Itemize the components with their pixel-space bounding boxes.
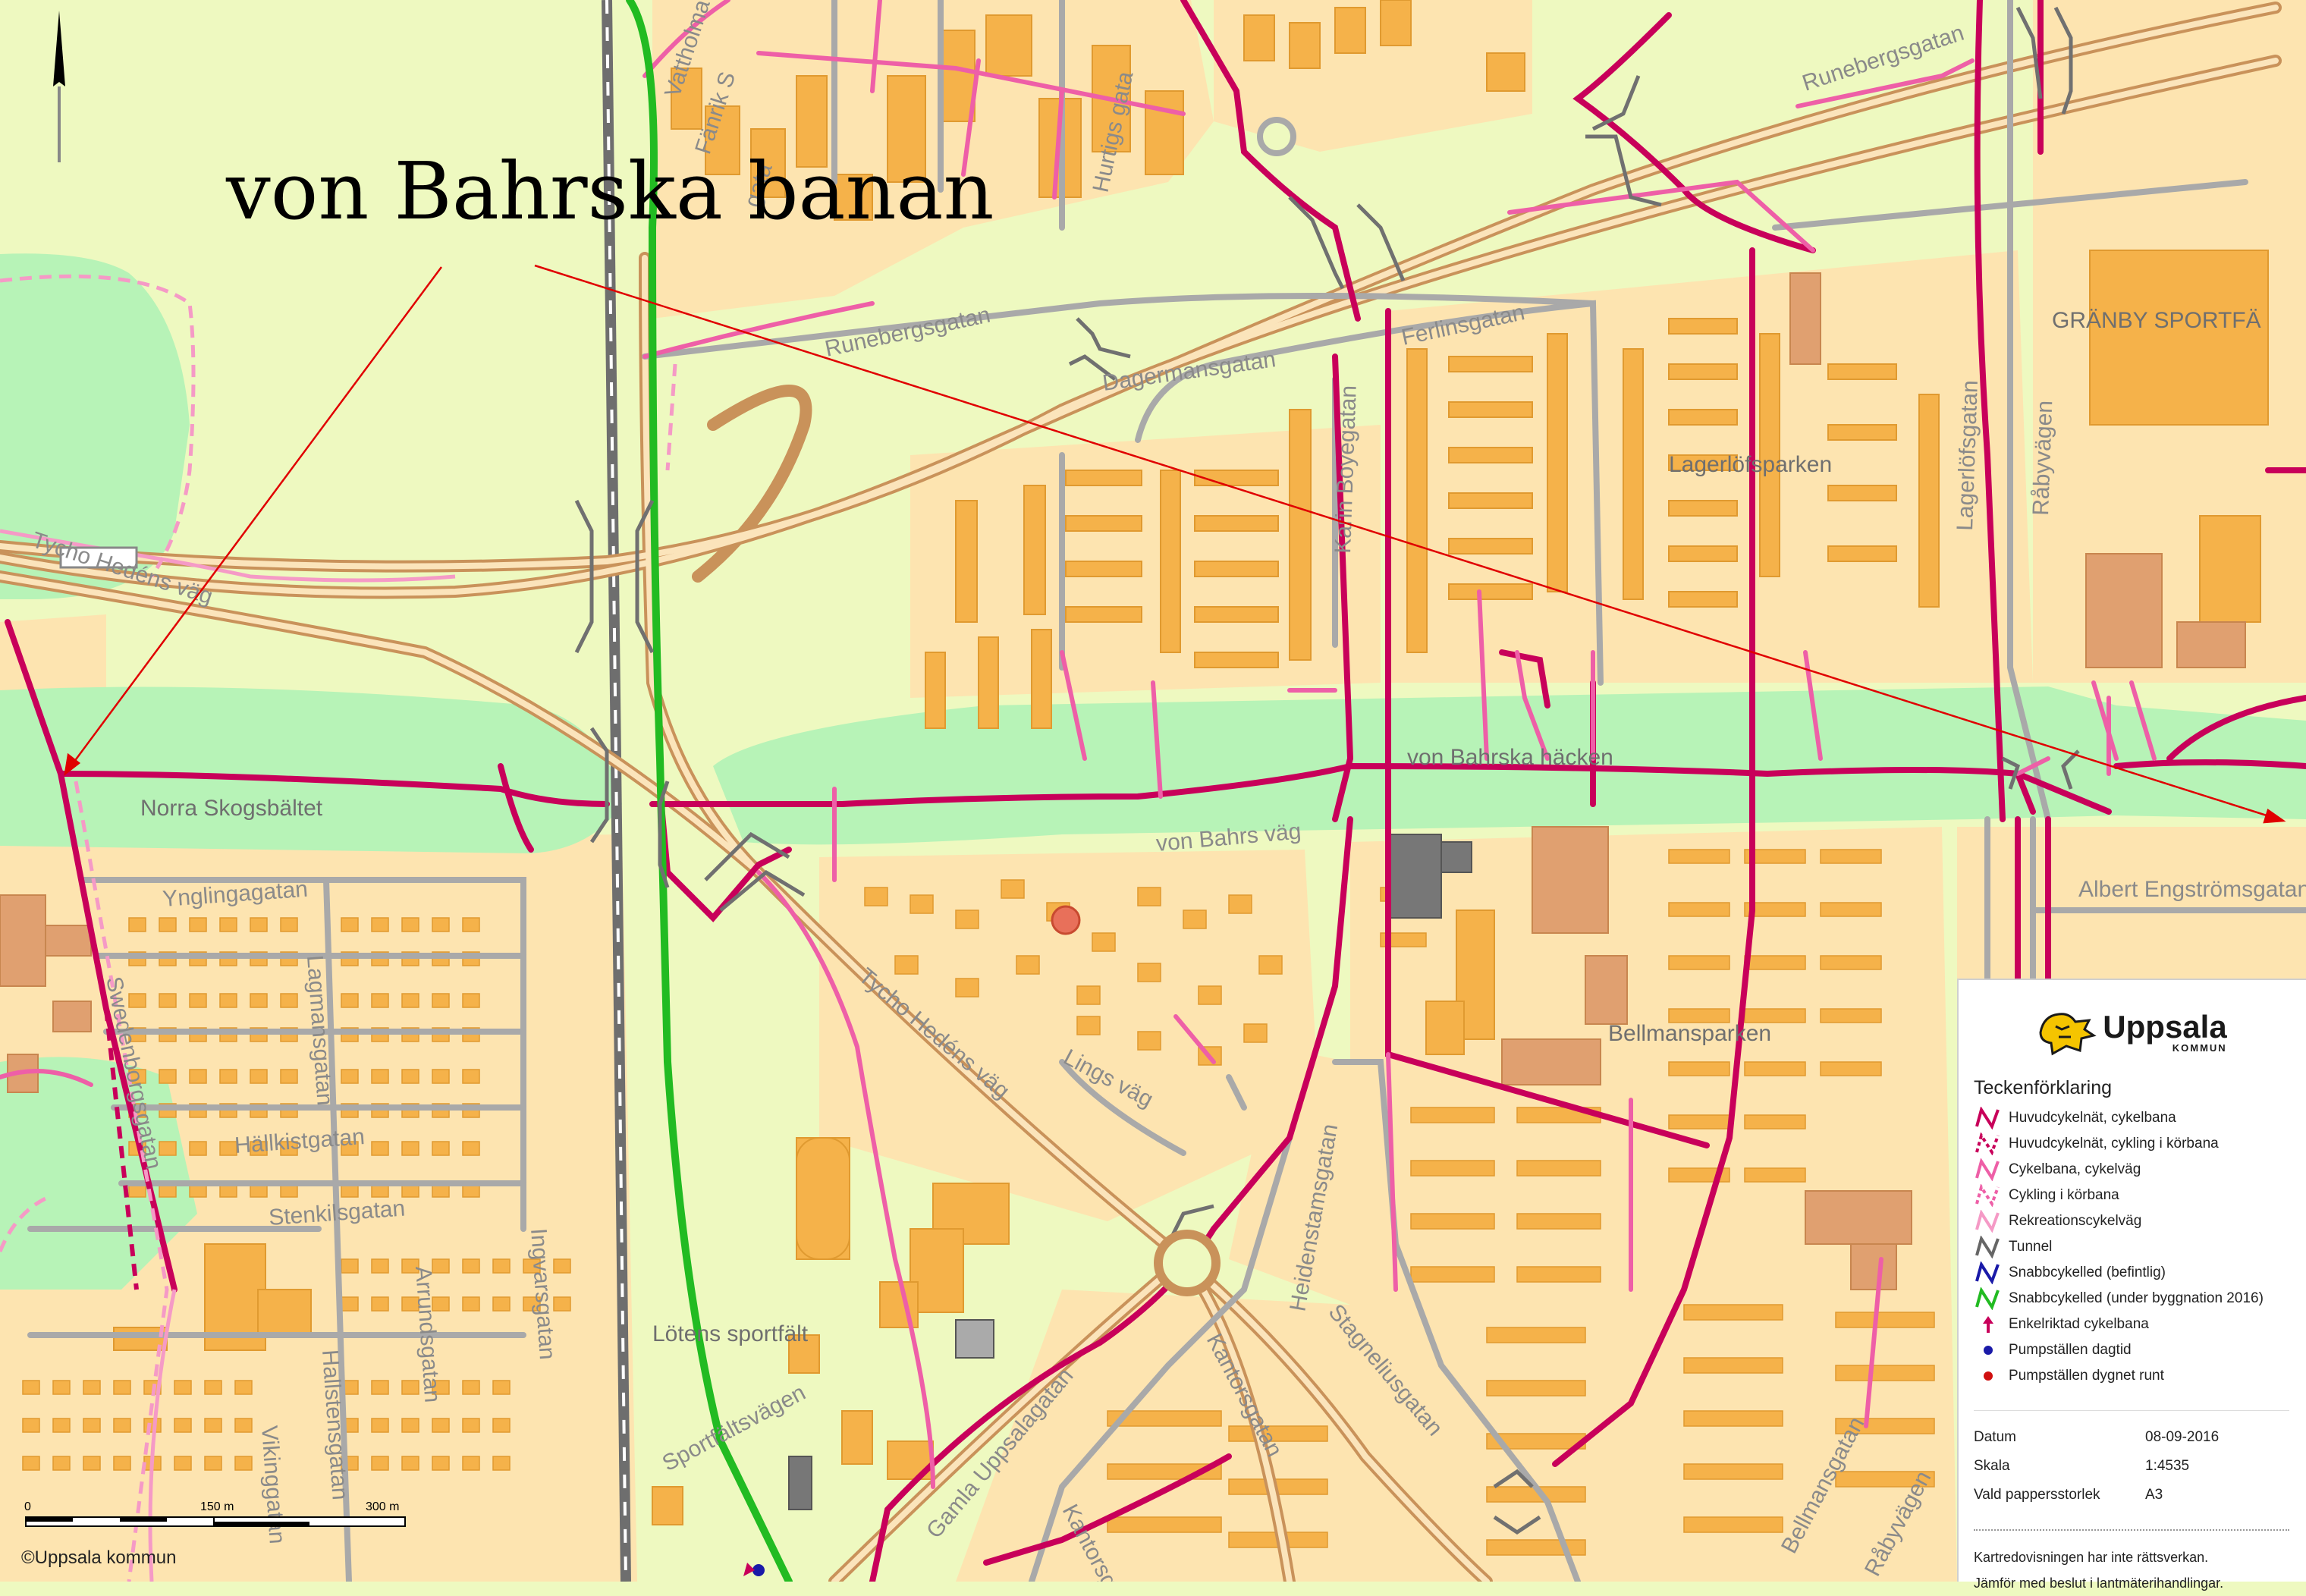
- buildings: [0, 0, 2269, 1525]
- meta-key: Datum: [1974, 1429, 2016, 1445]
- bike-path-icon: [1975, 1158, 2000, 1181]
- place-label: Bellmansparken: [1608, 1021, 1771, 1046]
- legend-label: Huvudcykelnät, cykelbana: [2009, 1110, 2176, 1126]
- legend-label: Huvudcykelnät, cykling i körbana: [2009, 1136, 2219, 1151]
- fast-bike-route: [626, 0, 793, 1582]
- scale-label-300: 300 m: [366, 1500, 400, 1513]
- legend-item: Huvudcykelnät, cykling i körbana: [1974, 1131, 2289, 1157]
- legend-item: Rekreationscykelväg: [1974, 1208, 2289, 1234]
- legend-label: Pumpställen dagtid: [2009, 1342, 2132, 1358]
- legend-label: Cykelbana, cykelväg: [2009, 1161, 2141, 1177]
- railway: [602, 0, 631, 1582]
- disclaimer-line: Jämför med beslut i lantmäterihandlingar…: [1974, 1576, 2224, 1591]
- street-label: Råbyvägen: [2028, 400, 2057, 516]
- map-legend: Uppsala KOMMUN Teckenförklaring Huvudcyk…: [1957, 979, 2306, 1591]
- disclaimer-line: Kartredovisningen har inte rättsverkan.: [1974, 1550, 2209, 1565]
- legend-label: Snabbcykelled (under byggnation 2016): [2009, 1290, 2264, 1306]
- fast-route-construction-icon: [1975, 1287, 2000, 1310]
- tunnel-markers: [574, 6, 2080, 1535]
- one-way-arrow-icon: [1983, 1316, 1993, 1333]
- legend-item: Snabbcykelled (under byggnation 2016): [1974, 1286, 2289, 1312]
- main-bike-network-dashed: [104, 1008, 139, 1290]
- street-label: Albert Engströmsgatan: [2078, 877, 2306, 902]
- legend-label: Snabbcykelled (befintlig): [2009, 1265, 2166, 1280]
- main-bike-dashed-icon: [1975, 1133, 2000, 1155]
- legend-item: Huvudcykelnät, cykelbana: [1974, 1105, 2289, 1131]
- legend-item: Pumpställen dagtid: [1974, 1337, 2289, 1363]
- meta-key: Vald pappersstorlek: [1974, 1487, 2100, 1503]
- place-label: GRÄNBY SPORTFÄ: [2052, 308, 2261, 333]
- legend-item: Snabbcykelled (befintlig): [1974, 1260, 2289, 1286]
- sports-track: [796, 1137, 850, 1260]
- legend-label: Rekreationscykelväg: [2009, 1213, 2142, 1229]
- meta-value: 1:4535: [2145, 1458, 2190, 1474]
- legend-item: Cykelbana, cykelväg: [1974, 1157, 2289, 1183]
- pump-daytime-icon: [1984, 1346, 1993, 1355]
- scale-bar: 0 150 m 300 m: [24, 1500, 419, 1531]
- main-bike-solid-icon: [1975, 1107, 2000, 1129]
- meta-value: 08-09-2016: [2145, 1429, 2220, 1445]
- legend-label: Enkelriktad cykelbana: [2009, 1316, 2149, 1332]
- recreation-path-icon: [1975, 1210, 2000, 1233]
- legend-title: Teckenförklaring: [1974, 1077, 2113, 1098]
- annotation-title: von Bahrska banan: [225, 145, 994, 237]
- lion-crest-icon: [2039, 1013, 2097, 1056]
- place-label: von Bahrska häcken: [1407, 745, 1613, 770]
- copyright-text: ©Uppsala kommun: [21, 1547, 177, 1568]
- meta-key: Skala: [1974, 1458, 2010, 1474]
- main-bike-network: [5, 0, 2306, 1582]
- logo-name: Uppsala: [2103, 1008, 2227, 1045]
- scale-label-150: 150 m: [200, 1500, 234, 1513]
- map-metadata: Datum 08-09-2016 Skala 1:4535 Vald pappe…: [1974, 1410, 2289, 1510]
- gray-buildings: [788, 834, 1472, 1510]
- legend-item: Pumpställen dygnet runt: [1974, 1363, 2289, 1389]
- tunnel-icon: [1975, 1236, 2000, 1258]
- meta-row-paper: Vald pappersstorlek A3: [1974, 1481, 2289, 1510]
- logo-sub: KOMMUN: [2172, 1041, 2227, 1054]
- north-arrow-icon: [53, 11, 65, 162]
- meta-row-scale: Skala 1:4535: [1974, 1452, 2289, 1481]
- station-platform: [59, 546, 138, 569]
- place-label: Norra Skogsbältet: [140, 796, 323, 821]
- recreation-paths-solid: [0, 529, 456, 1582]
- disclaimer: Kartredovisningen har inte rättsverkan. …: [1974, 1529, 2289, 1596]
- legend-item: Tunnel: [1974, 1234, 2289, 1260]
- pump-station-daytime: [752, 1564, 765, 1576]
- scale-label-0: 0: [24, 1500, 31, 1513]
- fast-route-existing-icon: [1975, 1261, 2000, 1284]
- bike-paths: [0, 0, 2157, 1489]
- meta-value: A3: [2145, 1487, 2163, 1503]
- legend-item: Enkelriktad cykelbana: [1974, 1312, 2289, 1337]
- legend-label: Tunnel: [2009, 1239, 2053, 1255]
- annotation-arrows: [64, 264, 2286, 824]
- meta-row-date: Datum 08-09-2016: [1974, 1423, 2289, 1452]
- bike-road-icon: [1975, 1184, 2000, 1207]
- legend-item: Cykling i körbana: [1974, 1183, 2289, 1208]
- street-label: Lagerlöfsgatan: [1953, 380, 1983, 532]
- one-way-arrow: [743, 1563, 755, 1576]
- uppsala-logo: Uppsala KOMMUN: [1974, 1001, 2289, 1062]
- roundabouts: [1154, 117, 1296, 1296]
- place-label: Lagerlöfsparken: [1669, 452, 1832, 477]
- legend-label: Cykling i körbana: [2009, 1187, 2119, 1203]
- place-label: Lötens sportfält: [652, 1321, 809, 1346]
- recreation-paths: [0, 274, 677, 1582]
- pump-station-24h: [1051, 905, 1081, 935]
- pump-24h-icon: [1984, 1371, 1993, 1381]
- legend-label: Pumpställen dygnet runt: [2009, 1368, 2164, 1384]
